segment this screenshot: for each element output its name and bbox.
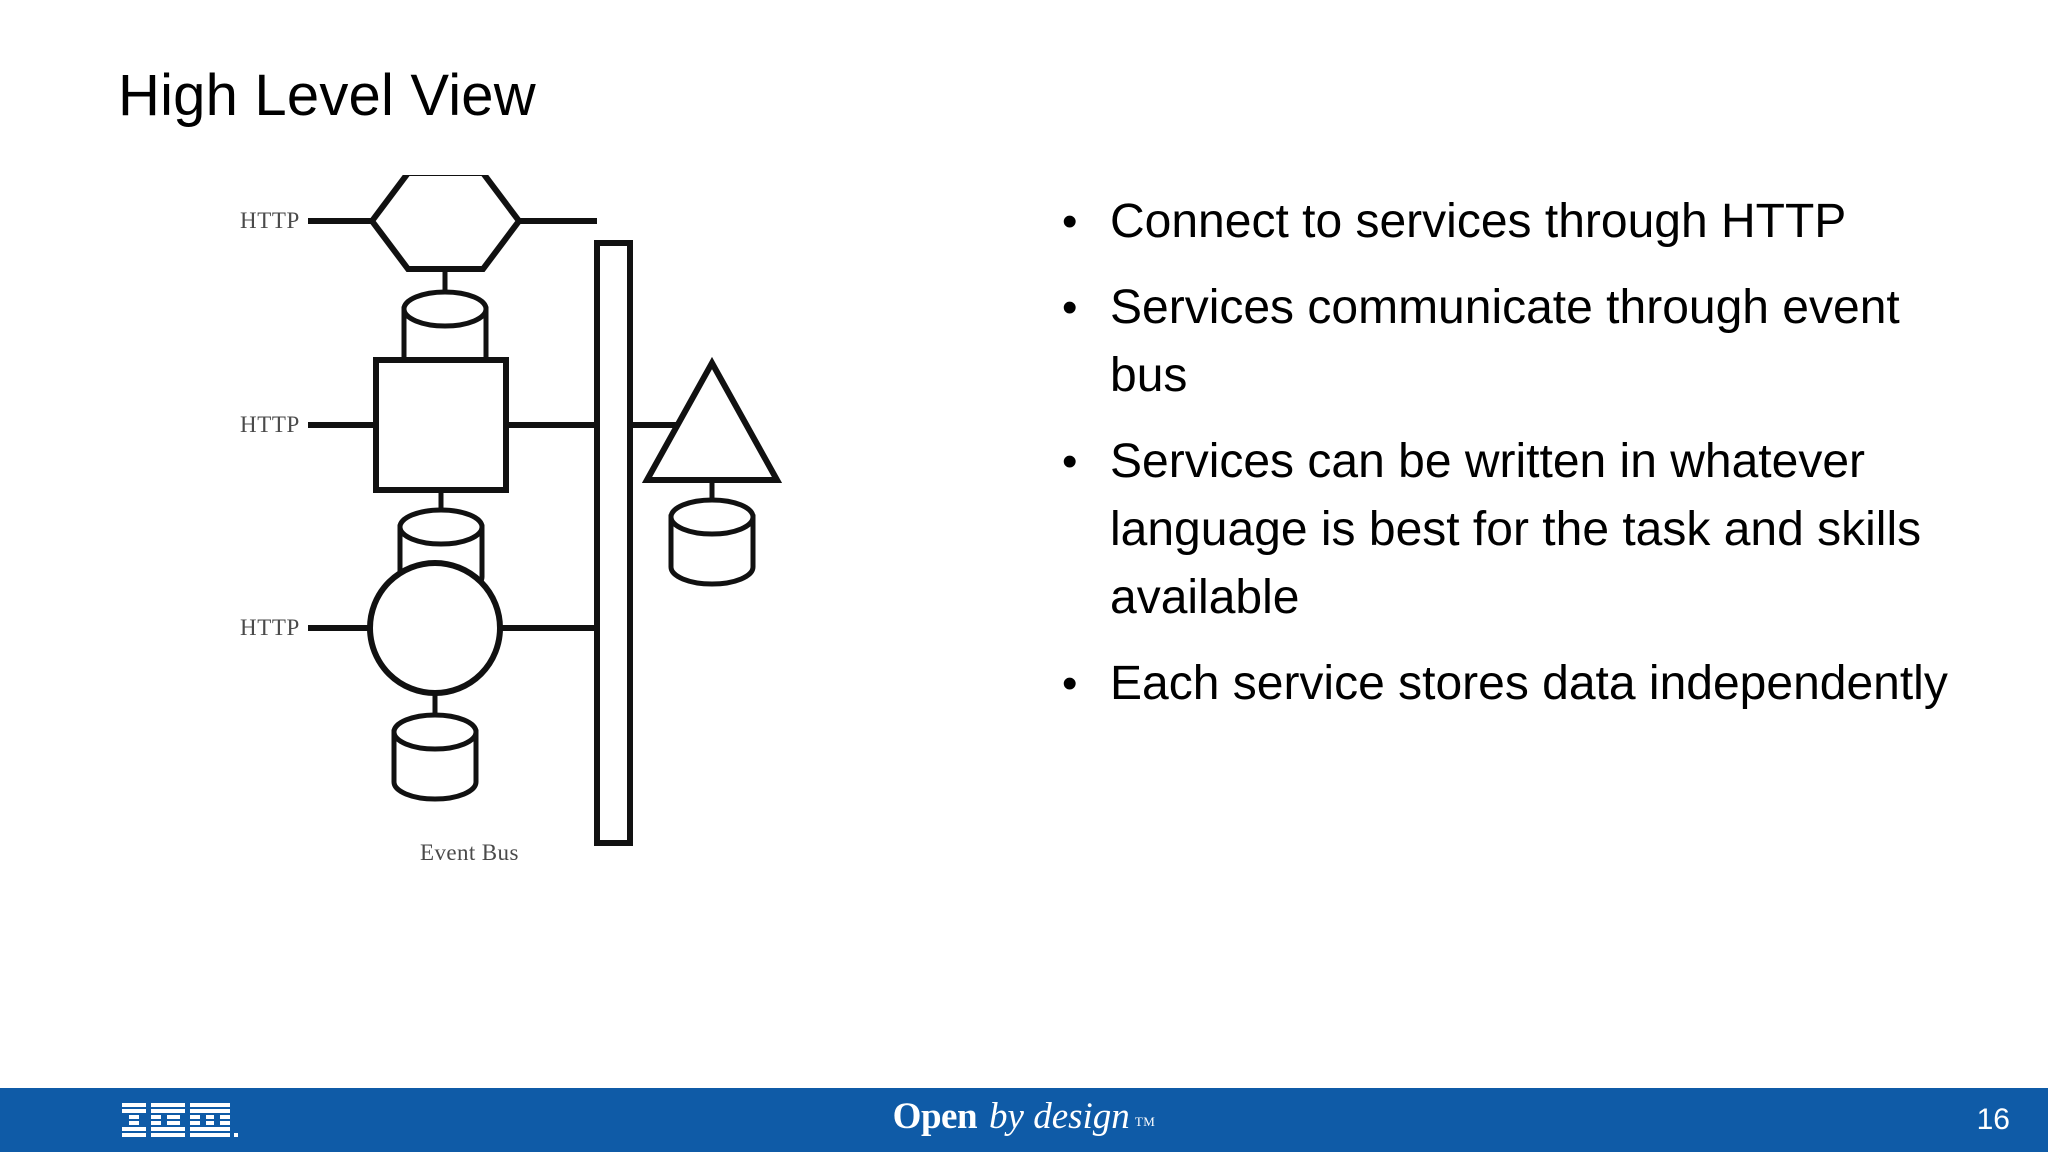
tagline-open: Open (892, 1095, 978, 1137)
footer-bar: Open by design TM 16 (0, 1088, 2048, 1152)
bullet-text: Each service stores data independently (1110, 657, 1948, 710)
bullet-marker: • (1062, 659, 1078, 708)
service-circle (367, 560, 503, 696)
page-title: High Level View (118, 63, 536, 128)
bullet-text: Services communicate through event bus (1110, 281, 1900, 402)
bullet-list: • Connect to services through HTTP • Ser… (1048, 188, 1988, 736)
service-square (373, 357, 509, 493)
trademark-mark: TM (1134, 1113, 1156, 1129)
event-bus-label: Event Bus (420, 840, 519, 865)
bullet-marker: • (1062, 197, 1078, 246)
http-label-hexagon: HTTP (240, 208, 300, 233)
tagline-by-design: by design (989, 1095, 1130, 1137)
list-item: • Services can be written in whatever la… (1048, 428, 1988, 632)
service-triangle (641, 356, 783, 483)
bullet-marker: • (1062, 437, 1078, 486)
architecture-diagram: HTTP HTTP HTTP Event Bus (240, 175, 960, 1005)
list-item: • Each service stores data independently (1048, 650, 1988, 718)
service-hexagon (368, 175, 523, 272)
footer-tagline: Open by design TM (0, 1088, 2048, 1152)
page-number: 16 (1976, 1103, 2010, 1136)
bullet-marker: • (1062, 283, 1078, 332)
database-triangle (668, 497, 756, 587)
ibm-logo (122, 1103, 238, 1137)
bullet-text: Services can be written in whatever lang… (1110, 435, 1922, 624)
http-label-circle: HTTP (240, 615, 300, 640)
event-bus-rect (594, 240, 633, 846)
list-item: • Connect to services through HTTP (1048, 188, 1988, 256)
http-label-square: HTTP (240, 412, 300, 437)
bullet-text: Connect to services through HTTP (1110, 195, 1847, 248)
list-item: • Services communicate through event bus (1048, 274, 1988, 410)
database-circle (391, 712, 479, 802)
